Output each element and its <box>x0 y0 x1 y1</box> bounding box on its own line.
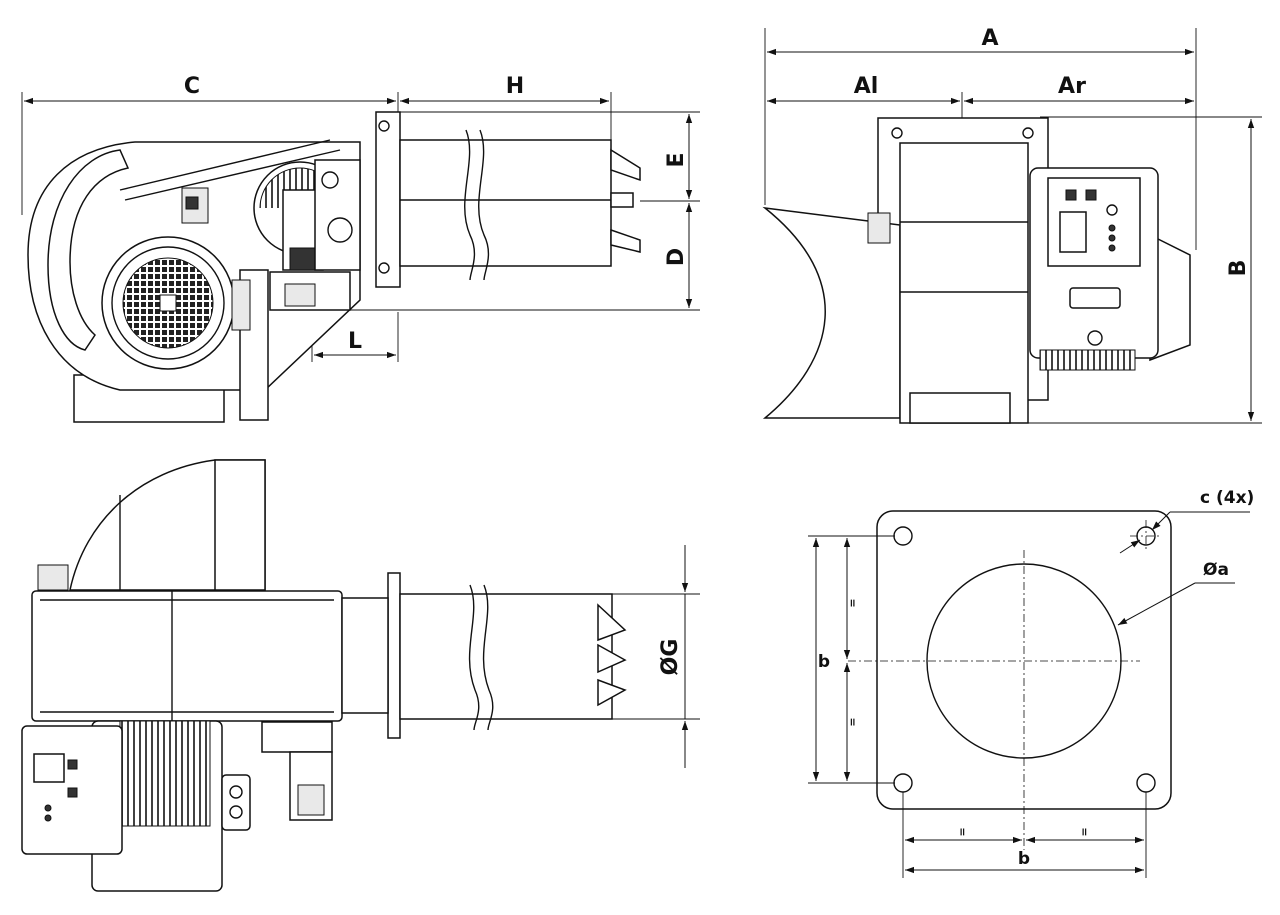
side-view: C H E D L <box>21 74 700 423</box>
dim-label-ar: Ar <box>1058 74 1086 99</box>
dimension-l: L <box>311 312 399 362</box>
dimension-al-ar: Al Ar <box>767 74 1194 140</box>
equal-mark-left: = <box>956 827 969 836</box>
dimension-e: E <box>395 111 700 202</box>
dim-label-b: B <box>1226 260 1251 277</box>
dim-label-g: ØG <box>658 639 683 676</box>
leader-bore: Øa <box>1117 560 1235 626</box>
dim-label-l: L <box>348 329 362 354</box>
dimension-d: D <box>300 203 700 311</box>
top-burner-body <box>21 459 627 892</box>
dim-label-a: A <box>981 26 998 51</box>
dim-label-al: Al <box>854 74 879 99</box>
dim-label-e: E <box>664 152 689 167</box>
dim-label-b-horizontal: b <box>1018 849 1030 869</box>
dim-label-c: C <box>184 74 200 99</box>
dimension-c: C <box>21 74 399 215</box>
bore-diameter-label: Øa <box>1203 560 1229 580</box>
dim-label-h: H <box>506 74 524 99</box>
equal-mark-upper: = <box>846 598 859 607</box>
dim-label-d: D <box>664 248 689 266</box>
dimension-g: ØG <box>612 545 700 768</box>
flange-view: c (4x) Øa b = = = = b <box>808 488 1254 878</box>
hole-note-label: c (4x) <box>1200 488 1254 508</box>
side-burner-body <box>27 111 641 423</box>
front-view: A Al Ar B <box>762 26 1262 424</box>
top-view: ØG <box>21 459 700 892</box>
front-burner-body <box>762 117 1191 424</box>
equal-mark-lower: = <box>846 717 859 726</box>
dim-label-b-vertical: b <box>818 652 830 672</box>
dimension-b-horizontal: = = b <box>902 792 1147 878</box>
dimension-b-vertical: b = = <box>808 535 895 784</box>
dimension-b: B <box>1020 116 1262 424</box>
equal-mark-right: = <box>1078 827 1091 836</box>
leader-hole-note: c (4x) <box>1119 488 1254 554</box>
dimension-a: A <box>764 26 1197 250</box>
